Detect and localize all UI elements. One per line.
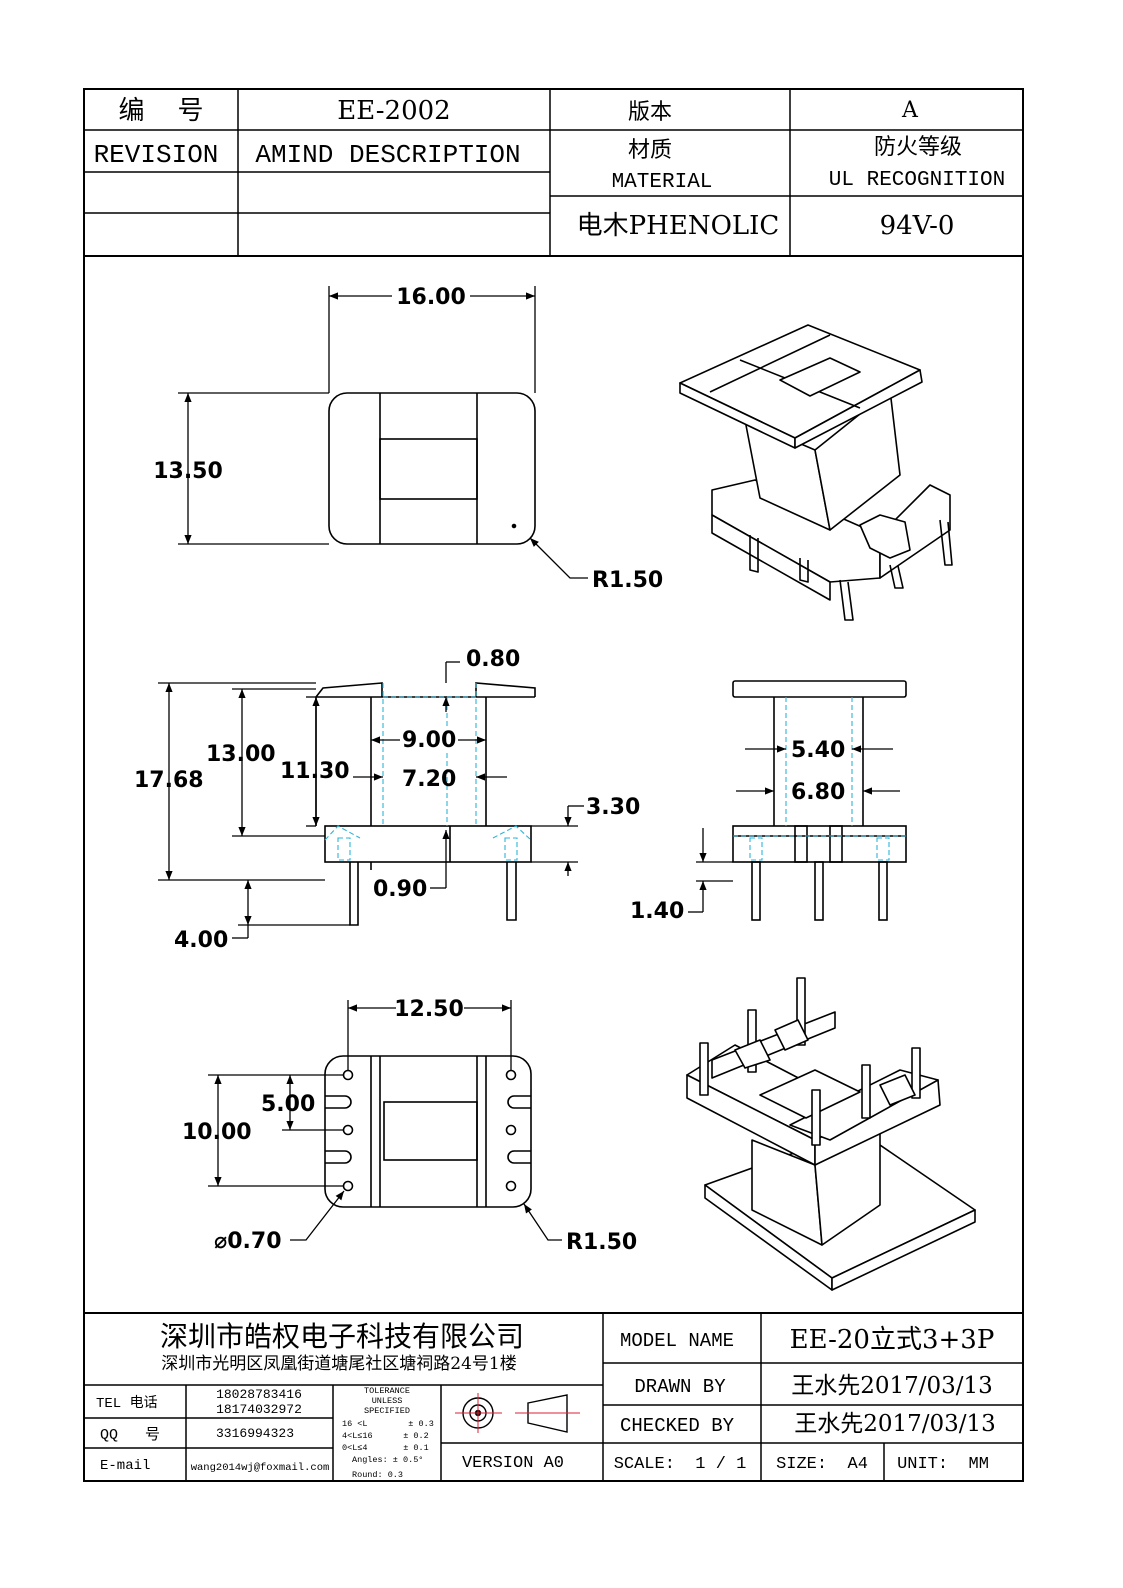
- dim-top-radius: R1.50: [592, 568, 663, 593]
- fire-label-cn: 防火等级: [874, 135, 962, 160]
- top-view: [328, 392, 536, 545]
- dim-top-height: 13.50: [153, 459, 223, 484]
- material-value: 电木PHENOLIC: [577, 211, 780, 241]
- qq-label: QQ 号: [100, 1427, 160, 1444]
- top-view-dims: [178, 286, 588, 579]
- dim-pin-span: 12.50: [394, 997, 464, 1022]
- tolerance-block: TOLERANCE UNLESS SPECIFIED 16 <L ± 0.3 4…: [342, 1386, 434, 1480]
- dim-core-width: 7.20: [402, 767, 456, 792]
- model-value: EE-20立式3+3P: [790, 1325, 995, 1355]
- dim-side-outer: 6.80: [791, 780, 845, 805]
- dim-top-width: 16.00: [396, 285, 466, 310]
- dim-wall: 0.90: [373, 877, 427, 902]
- company-address: 深圳市光明区凤凰街道塘尾社区塘祠路24号1楼: [161, 1354, 516, 1374]
- company-name: 深圳市皓权电子科技有限公司: [160, 1320, 524, 1353]
- qq-value: 3316994323: [216, 1426, 294, 1441]
- email-label: E-mail: [100, 1458, 150, 1474]
- tolerance-line: TOLERANCE: [364, 1386, 410, 1396]
- amend-label: AMIND DESCRIPTION: [255, 140, 520, 170]
- bottom-view-dims: [208, 1000, 562, 1241]
- drawn-label: DRAWN BY: [634, 1376, 726, 1398]
- material-label-cn: 材质: [628, 138, 672, 163]
- version-code: VERSION A0: [462, 1454, 564, 1473]
- checked-value: 王水先2017/03/13: [794, 1411, 996, 1437]
- tolerance-line: Angles: ± 0.5°: [352, 1455, 423, 1465]
- dim-bottom-radius: R1.50: [566, 1230, 637, 1255]
- tel-label: TEL 电话: [96, 1395, 158, 1412]
- iso-view-bottom: [686, 977, 976, 1291]
- scale-label: SCALE: 1 / 1: [614, 1455, 747, 1474]
- number-label: 编 号: [118, 96, 203, 126]
- front-view: [315, 682, 536, 926]
- dim-pin-stub: 1.40: [630, 899, 684, 924]
- model-label: MODEL NAME: [620, 1330, 734, 1352]
- drawing-number: EE-2002: [337, 96, 450, 126]
- revision-label: REVISION: [94, 140, 219, 170]
- dim-row-span: 10.00: [182, 1120, 252, 1145]
- drawn-value: 王水先2017/03/13: [791, 1373, 993, 1399]
- dim-pin-pitch: 5.00: [261, 1092, 315, 1117]
- bottom-view: [324, 1055, 532, 1208]
- tolerance-line: SPECIFIED: [364, 1406, 410, 1416]
- fire-label-en: UL RECOGNITION: [829, 169, 1005, 192]
- size-label: SIZE: A4: [776, 1455, 868, 1474]
- dim-pin-diameter: ⌀0.70: [214, 1229, 282, 1254]
- iso-view-top: [679, 324, 953, 621]
- sheet-border: [83, 88, 1024, 1482]
- tel-value-2: 18174032972: [216, 1402, 302, 1417]
- side-view: [732, 680, 907, 921]
- tolerance-line: 4<L≤16 ± 0.2: [342, 1431, 429, 1441]
- footer-table: [84, 1312, 1023, 1481]
- dim-inner-height: 13.00: [206, 742, 276, 767]
- dim-pin-length: 4.00: [174, 928, 228, 953]
- side-view-hidden: [733, 697, 906, 861]
- checked-label: CHECKED BY: [620, 1415, 735, 1437]
- side-view-dims: [688, 745, 900, 913]
- material-label-en: MATERIAL: [612, 171, 713, 194]
- dim-flange-thickness: 0.80: [466, 647, 520, 672]
- front-view-hidden: [324, 683, 532, 861]
- fire-value: 94V-0: [880, 211, 955, 241]
- unit-label: UNIT: MM: [897, 1455, 989, 1474]
- dim-side-inner: 5.40: [791, 738, 845, 763]
- email-value: wang2014wj@foxmail.com: [191, 1462, 330, 1474]
- header-table: [84, 89, 1023, 257]
- dim-window-height: 11.30: [280, 759, 350, 784]
- tolerance-line: 16 <L ± 0.3: [342, 1419, 434, 1429]
- dim-total-height: 17.68: [134, 768, 204, 793]
- tel-value-1: 18028783416: [216, 1387, 302, 1402]
- dim-window-width: 9.00: [402, 728, 456, 753]
- tolerance-line: UNLESS: [372, 1396, 403, 1406]
- front-view-dims: [158, 661, 584, 939]
- dim-base-height: 3.30: [586, 795, 640, 820]
- version-value: A: [901, 98, 919, 123]
- tolerance-line: 0<L≤4 ± 0.1: [342, 1443, 429, 1453]
- version-label: 版本: [628, 100, 672, 125]
- tolerance-line: Round: 0.3: [352, 1470, 403, 1480]
- projection-symbol-icon: [455, 1393, 580, 1433]
